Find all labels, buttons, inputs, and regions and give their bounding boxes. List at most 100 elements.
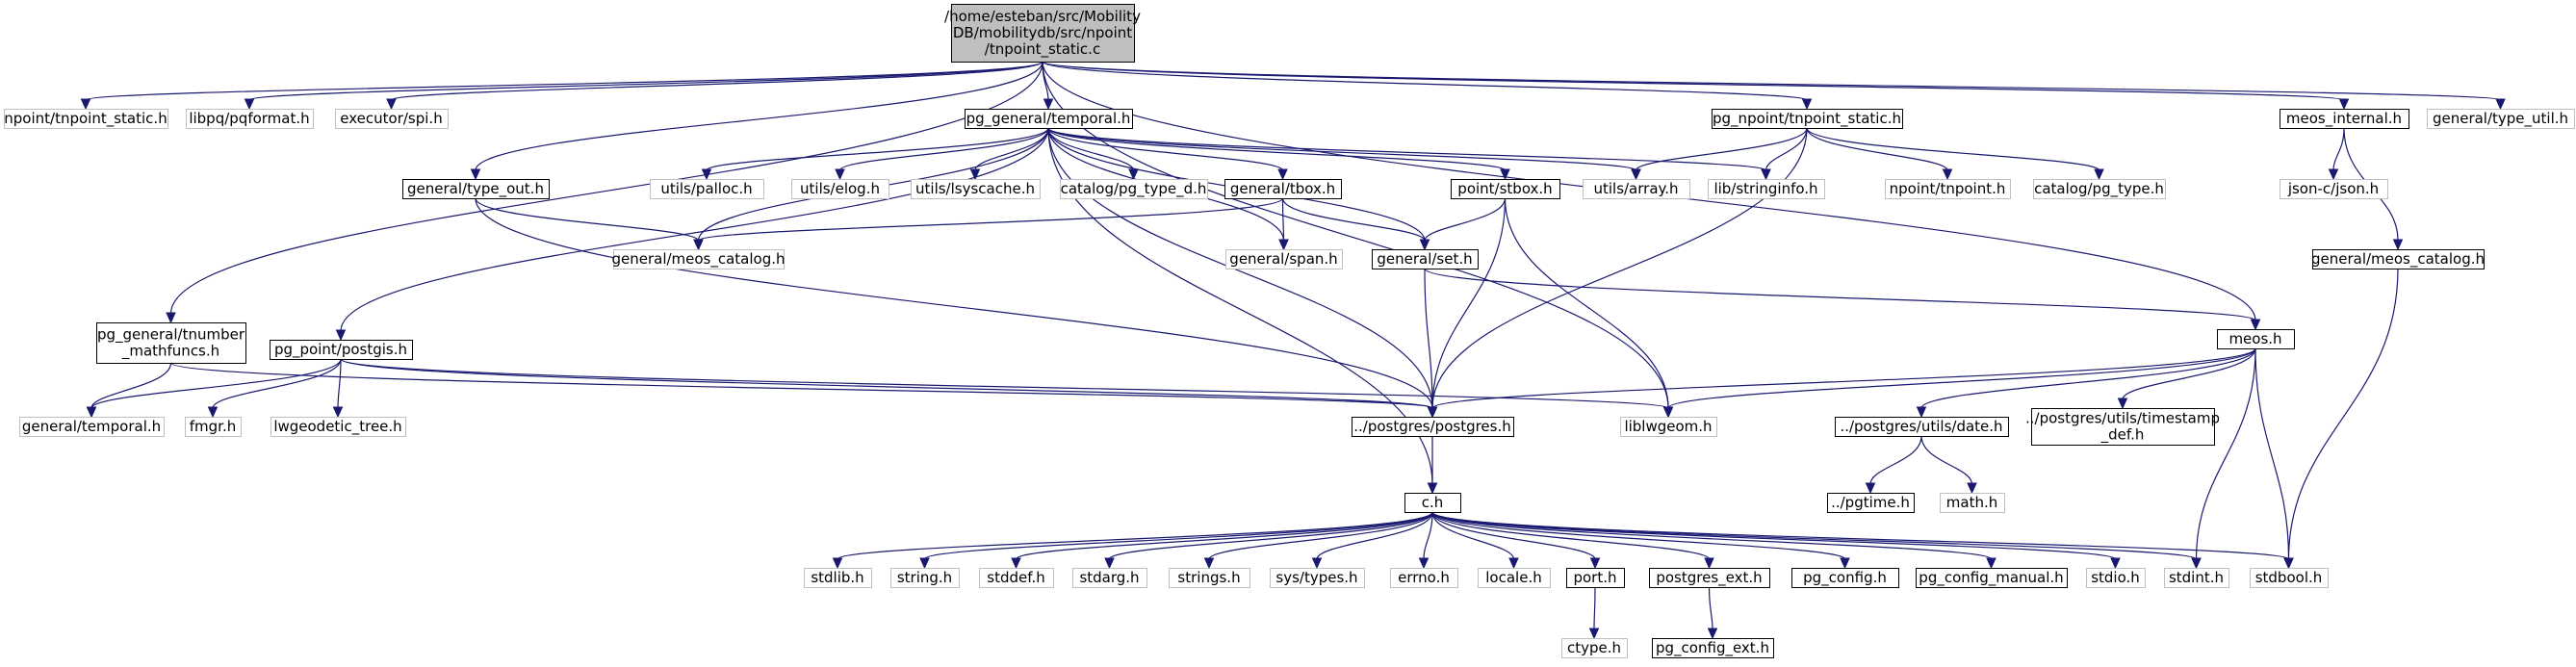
edge-pg_npoint_tnpoint_static_h-to-catalog_pg_type_h (1806, 127, 2104, 181)
node-box (1835, 417, 2009, 437)
edge-pg_general_temporal_h-to-lib_stringinfo_h (1047, 127, 1771, 181)
node-c-h[interactable]: c.h (1404, 493, 1461, 513)
edge-c_h-to-stddef_h (1011, 511, 1433, 570)
node-label: pg_general/tnumber (97, 326, 245, 345)
node-label: meos_internal.h (2286, 110, 2402, 128)
node-general-type-out-h[interactable]: general/type_out.h (402, 179, 550, 199)
node-label: executor/spi.h (340, 110, 442, 127)
edge-root-to-npoint_tnpoint_static_h (80, 61, 1043, 111)
edge-meos_internal_h-to-json_c_json_h (2328, 127, 2345, 181)
node-general-span-h: general/span.h (1225, 249, 1343, 269)
node-utils-palloc-h: utils/palloc.h (650, 179, 764, 199)
edge-c_h-to-sys_types_h (1311, 511, 1433, 570)
edge-pg_general_temporal_h-to-utils_elog_h (835, 127, 1049, 181)
node-label: pg_config_manual.h (1919, 569, 2063, 587)
node-label: ../postgres/postgres.h (1353, 418, 1511, 435)
node-lwgeodetic-tree-h: lwgeodetic_tree.h (270, 417, 406, 437)
edge-pg_point_postgis_h-to-lwgeodetic_tree_h (332, 358, 344, 419)
node-executor-spi-h: executor/spi.h (335, 109, 449, 129)
node-label: stdlib.h (811, 569, 863, 586)
edge-root-to-general_type_util_h (1042, 61, 2506, 111)
node-postgres-ext-h[interactable]: postgres_ext.h (1649, 568, 1770, 588)
node-postgres-utils-date-h[interactable]: ../postgres/utils/date.h (1835, 417, 2009, 437)
node-pg-point-postgis-h[interactable]: pg_point/postgis.h (270, 340, 413, 360)
edges-layer (80, 61, 2506, 640)
node-label: utils/palloc.h (660, 180, 752, 197)
edge-general_tbox_h-to-general_span_h (1278, 197, 1289, 251)
node-string-h: string.h (890, 568, 960, 588)
node-port-h[interactable]: port.h (1566, 568, 1625, 588)
node-box (613, 249, 785, 269)
node-postgres-postgres-h[interactable]: ../postgres/postgres.h (1352, 417, 1514, 437)
node-label: catalog/pg_type_d.h (1061, 180, 1207, 198)
edge-c_h-to-stdint_h (1431, 511, 2202, 570)
node-pgtime-h[interactable]: ../pgtime.h (1827, 493, 1915, 513)
edge-c_h-to-port_h (1431, 511, 1601, 570)
node-box (1270, 568, 1365, 588)
node-label: DB/mobilitydb/src/npoint (953, 24, 1132, 41)
node-box (979, 568, 1054, 588)
edge-meos_h-to-liblwgeom_h (1662, 347, 2256, 419)
edge-postgres_utils_date_h-to-math_h (1920, 435, 1977, 495)
nodes-layer: /home/esteban/src/MobilityDB/mobilitydb/… (4, 4, 2575, 658)
node-npoint-tnpoint-h: npoint/tnpoint.h (1885, 179, 2011, 199)
node-label: c.h (1422, 494, 1444, 511)
node-label: npoint/tnpoint.h (1890, 180, 2006, 197)
node-meos-h[interactable]: meos.h (2217, 329, 2295, 349)
edge-pg_npoint_tnpoint_static_h-to-utils_array_h (1631, 127, 1808, 181)
edge-meos_h-to-stdbool_h (2254, 347, 2294, 570)
node-box (270, 417, 406, 437)
node-label: pg_point/postgis.h (274, 341, 407, 359)
node-general-meos-catalog-h-b[interactable]: general/meos_catalog.h (2311, 249, 2485, 269)
node-label: /tnpoint_static.c (985, 40, 1100, 59)
edge-c_h-to-pg_config_manual_h (1431, 511, 1996, 570)
node-point-stbox-h[interactable]: point/stbox.h (1451, 179, 1560, 199)
node-label: pg_npoint/tnpoint_static.h (1713, 110, 1901, 128)
node-label: stdio.h (2091, 569, 2140, 586)
node-label: pg_config_ext.h (1656, 639, 1769, 657)
node-box (1708, 179, 1825, 199)
node-pg-config-manual-h[interactable]: pg_config_manual.h (1916, 568, 2068, 588)
edge-point_stbox_h-to-postgres_postgres_h (1427, 197, 1507, 419)
node-box (2312, 249, 2485, 269)
node-fmgr-h: fmgr.h (185, 417, 242, 437)
node-utils-array-h: utils/array.h (1583, 179, 1690, 199)
node-label: errno.h (1398, 569, 1450, 586)
node-box (2031, 408, 2215, 446)
node-box (1225, 249, 1343, 269)
node-general-set-h[interactable]: general/set.h (1372, 249, 1479, 269)
node-pg-config-h[interactable]: pg_config.h (1791, 568, 1899, 588)
node-errno-h: errno.h (1390, 568, 1458, 588)
node-box (4, 109, 168, 129)
edge-pg_general_temporal_h-to-pg_point_postgis_h (335, 127, 1049, 342)
node-box (2086, 568, 2146, 588)
node-label: stdbool.h (2255, 569, 2323, 586)
edge-pg_point_postgis_h-to-liblwgeom_h (340, 358, 1674, 419)
node-box (2164, 568, 2229, 588)
node-box (1352, 417, 1514, 437)
node-label: general/meos_catalog.h (2311, 250, 2485, 269)
edge-pg_general_temporal_h-to-general_tbox_h (1047, 127, 1288, 181)
node-pg-config-ext-h[interactable]: pg_config_ext.h (1652, 638, 1774, 658)
node-box (1561, 638, 1628, 658)
node-label: point/stbox.h (1457, 180, 1552, 197)
node-postgres-utils-timestamp-def-h[interactable]: ../postgres/utils/timestamp_def.h (2025, 408, 2220, 446)
node-label: string.h (897, 569, 952, 586)
node-meos-internal-h[interactable]: meos_internal.h (2280, 109, 2409, 129)
node-pg-npoint-tnpoint-static-h[interactable]: pg_npoint/tnpoint_static.h (1712, 109, 1903, 129)
edge-point_stbox_h-to-general_set_h (1419, 197, 1507, 251)
node-box (185, 417, 242, 437)
edge-root-to-executor_spi_h (386, 61, 1043, 111)
edge-pg_npoint_tnpoint_static_h-to-npoint_tnpoint_h (1806, 127, 1953, 181)
node-label: json-c/json.h (2287, 180, 2379, 197)
node-general-tbox-h[interactable]: general/tbox.h (1224, 179, 1342, 199)
node-label: _def.h (2100, 426, 2145, 445)
node-label: meos.h (2228, 330, 2281, 347)
node-pg-general-temporal-h[interactable]: pg_general/temporal.h (965, 109, 1133, 129)
edge-port_h-to-ctype_h (1588, 586, 1600, 640)
node-pg-general-tnumber-mathfuncs-h[interactable]: pg_general/tnumber_mathfuncs.h (96, 322, 246, 364)
edge-pg_point_postgis_h-to-fmgr_h (207, 358, 342, 419)
node-libpq-pqformat-h: libpq/pqformat.h (186, 109, 314, 129)
edge-pg_general_temporal_h-to-utils_palloc_h (701, 127, 1049, 181)
edge-postgres_ext_h-to-pg_config_ext_h (1707, 586, 1718, 640)
